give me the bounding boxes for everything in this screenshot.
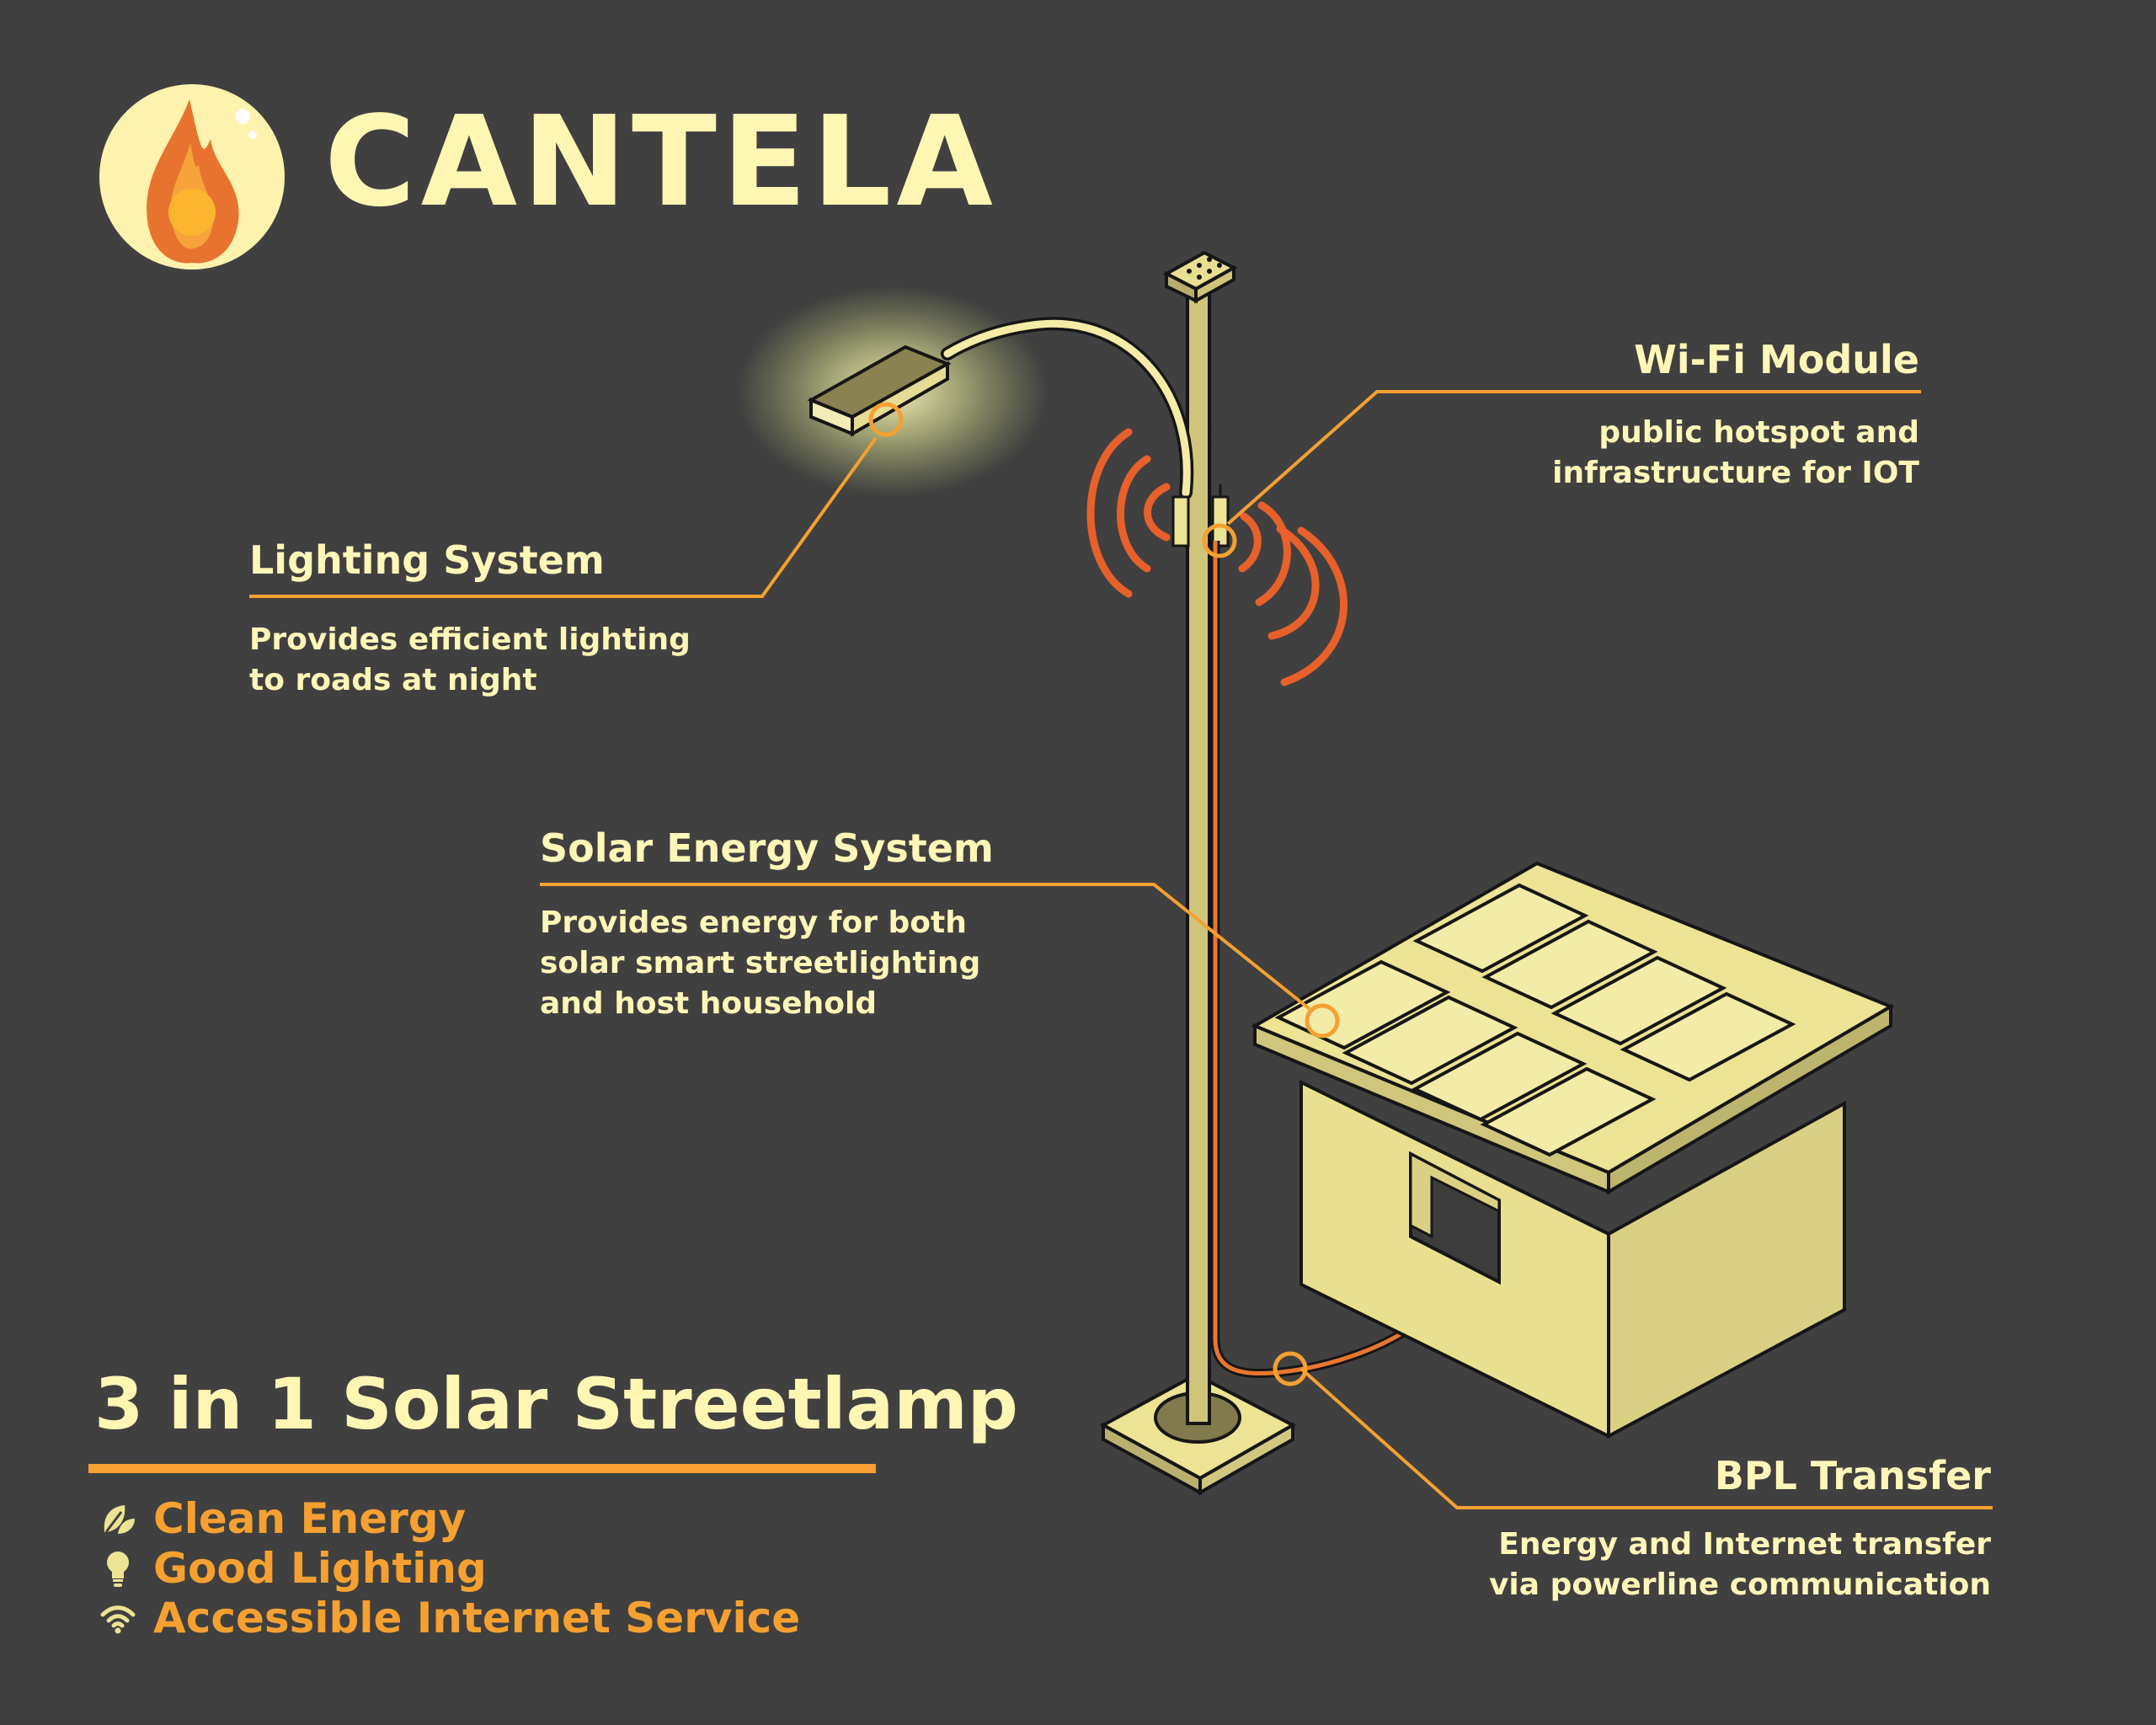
solar-desc-line: Provides energy for both bbox=[540, 905, 967, 940]
lamp-arm bbox=[943, 319, 1191, 497]
leader-lines bbox=[249, 390, 1993, 1509]
feature-label: Accessible Internet Service bbox=[153, 1594, 801, 1642]
callout-markers bbox=[868, 402, 1340, 1386]
feature-item-accessible-internet: Accessible Internet Service bbox=[99, 1594, 800, 1642]
wifi-module-title: Wi-Fi Module bbox=[1634, 337, 1919, 382]
solar-desc-line: solar smart streetlighting bbox=[540, 946, 981, 980]
wifi-signal-icon bbox=[1086, 428, 1348, 686]
wifi-module-description: public hotspot and infrastructure for IO… bbox=[1552, 413, 1919, 494]
leaf-icon bbox=[104, 1505, 135, 1534]
feature-item-good-lighting: Good Lighting bbox=[99, 1545, 487, 1592]
solar-energy-system-description: Provides energy for both solar smart str… bbox=[540, 903, 980, 1024]
bpl-transfer-title: BPL Transfer bbox=[1714, 1453, 1991, 1498]
wifi-desc-line: public hotspot and bbox=[1598, 415, 1919, 450]
feature-item-clean-energy: Clean Energy bbox=[99, 1495, 466, 1542]
bpl-desc-line: via powerline communication bbox=[1488, 1567, 1991, 1602]
solar-desc-line: and host household bbox=[540, 986, 878, 1021]
bpl-transfer-description: Energy and Internet transfer via powerli… bbox=[1489, 1525, 1991, 1605]
solar-panels bbox=[1274, 883, 1796, 1157]
house bbox=[1299, 1079, 1846, 1439]
feature-label: Good Lighting bbox=[153, 1544, 487, 1593]
wifi-desc-line: infrastructure for IOT bbox=[1552, 456, 1919, 490]
lamp-head bbox=[807, 344, 952, 437]
lighting-system-title: Lighting System bbox=[249, 537, 605, 583]
pole-base bbox=[1099, 1372, 1297, 1496]
lighting-desc-line: to roads at night bbox=[249, 663, 537, 697]
flame-logo-icon bbox=[99, 84, 285, 270]
lighting-system-description: Provides efficient lighting to roads at … bbox=[249, 620, 691, 701]
solar-energy-system-title: Solar Energy System bbox=[540, 825, 994, 871]
wifi-module-box bbox=[1171, 484, 1230, 547]
wifi-icon bbox=[100, 1605, 136, 1634]
product-title: 3 in 1 Solar Streetlamp bbox=[94, 1363, 1018, 1445]
lighting-desc-line: Provides efficient lighting bbox=[249, 622, 691, 657]
lightbulb-icon bbox=[107, 1551, 129, 1587]
pole-cap bbox=[1162, 250, 1238, 304]
title-underline bbox=[88, 1464, 876, 1473]
brand-name: CANTELA bbox=[324, 89, 998, 234]
bpl-desc-line: Energy and Internet transfer bbox=[1498, 1527, 1991, 1562]
feature-label: Clean Energy bbox=[153, 1494, 467, 1543]
